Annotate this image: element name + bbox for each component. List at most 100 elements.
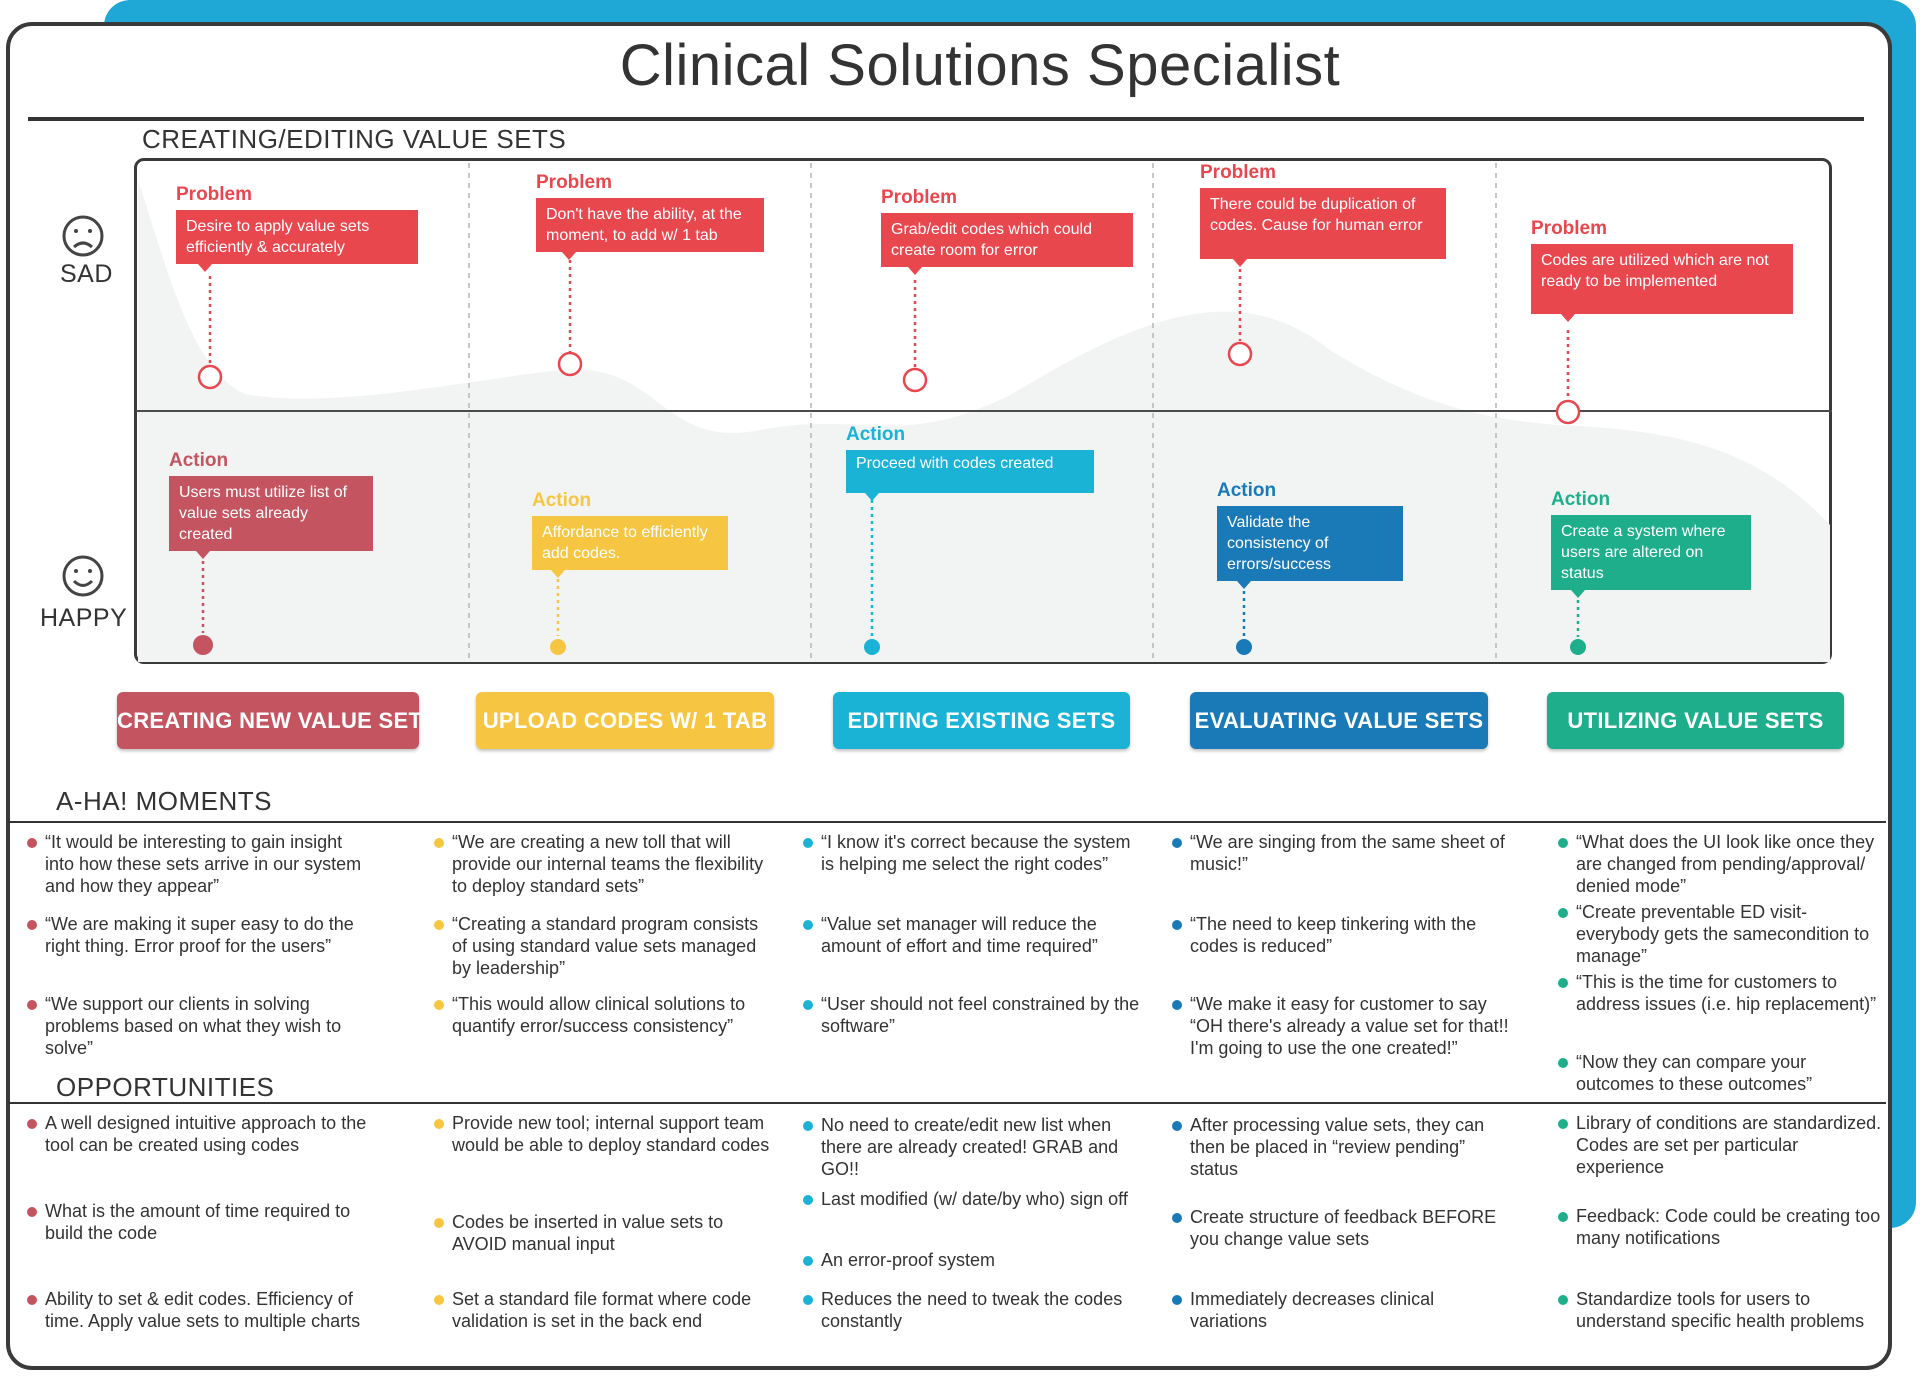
problem-callout-1: Problem Desire to apply value sets effic… xyxy=(176,184,418,272)
aha-item: “We support our clients in solving probl… xyxy=(27,993,367,1059)
aha-text: “Create preventable ED visit- everybody … xyxy=(1576,902,1870,966)
aha-text: “User should not feel constrained by the… xyxy=(821,994,1140,1036)
opportunities-divider xyxy=(8,1102,1886,1104)
aha-divider xyxy=(8,821,1886,823)
aha-item: “We make it easy for customer to say “OH… xyxy=(1172,993,1522,1059)
opportunity-text: After processing value sets, they can th… xyxy=(1190,1115,1485,1179)
opportunity-item: Reduces the need to tweak the codes cons… xyxy=(803,1288,1143,1332)
opportunity-item: Last modified (w/ date/by who) sign off xyxy=(803,1188,1143,1210)
aha-text: “Now they can compare your outcomes to t… xyxy=(1576,1052,1813,1094)
action-heading: Action xyxy=(846,424,906,445)
action-text: Users must utilize list of value sets al… xyxy=(169,476,373,559)
problem-callout-5: Problem Codes are utilized which are not… xyxy=(1531,218,1793,322)
aha-item: “We are making it super easy to do the r… xyxy=(27,913,367,957)
opportunity-text: Set a standard file format where code va… xyxy=(452,1289,752,1331)
action-callout-4: Action Validate the consistency of error… xyxy=(1217,480,1403,589)
opportunity-text: Provide new tool; internal support team … xyxy=(452,1113,770,1155)
problem-marker xyxy=(557,351,583,377)
bullet-icon xyxy=(27,1000,37,1010)
bullet-icon xyxy=(27,920,37,930)
aha-text: “We are making it super easy to do the r… xyxy=(45,914,354,956)
stage-editing-existing-sets[interactable]: EDITING EXISTING SETS xyxy=(833,692,1130,749)
aha-text: “This would allow clinical solutions to … xyxy=(452,994,746,1036)
opportunity-item: Standardize tools for users to understan… xyxy=(1558,1288,1888,1332)
problem-marker xyxy=(902,367,928,393)
happy-label: HAPPY xyxy=(40,604,128,632)
opportunity-text: Standardize tools for users to understan… xyxy=(1576,1289,1865,1331)
problem-text: There could be duplication of codes. Cau… xyxy=(1200,188,1446,267)
action-text: Proceed with codes created xyxy=(846,450,1094,501)
aha-text: “This is the time for customers to addre… xyxy=(1576,972,1877,1014)
bullet-icon xyxy=(1558,1119,1568,1129)
page-title: Clinical Solutions Specialist xyxy=(619,33,1341,98)
bullet-icon xyxy=(1558,908,1568,918)
action-callout-3: Action Proceed with codes created xyxy=(846,424,1094,501)
bullet-icon xyxy=(1172,920,1182,930)
problem-heading: Problem xyxy=(1200,162,1277,183)
aha-item: “We are singing from the same sheet of m… xyxy=(1172,831,1522,875)
problem-heading: Problem xyxy=(881,187,958,208)
opportunity-item: Ability to set & edit codes. Efficiency … xyxy=(27,1288,367,1332)
action-marker xyxy=(193,635,213,655)
problem-heading: Problem xyxy=(176,184,253,205)
action-markers xyxy=(193,635,1586,655)
stage-utilizing-value-sets[interactable]: UTILIZING VALUE SETS xyxy=(1547,692,1844,749)
problem-markers xyxy=(197,341,1581,425)
problem-marker xyxy=(197,364,223,390)
stage-dividers xyxy=(468,163,1497,660)
opportunity-item: Feedback: Code could be creating too man… xyxy=(1558,1205,1888,1249)
bullet-icon xyxy=(434,920,444,930)
bullet-icon xyxy=(803,920,813,930)
action-callout-1: Action Users must utilize list of value … xyxy=(169,450,373,559)
problem-heading: Problem xyxy=(536,172,613,193)
action-marker xyxy=(864,639,880,655)
problem-callout-2: Problem Don't have the ability, at the m… xyxy=(536,172,764,260)
action-marker xyxy=(1570,639,1586,655)
opportunity-text: Last modified (w/ date/by who) sign off xyxy=(821,1189,1128,1209)
bullet-icon xyxy=(27,838,37,848)
bullet-icon xyxy=(1558,1212,1568,1222)
sad-face-icon xyxy=(62,215,104,257)
problem-marker xyxy=(1227,341,1253,367)
bullet-icon xyxy=(1558,1295,1568,1305)
stage-evaluating-value-sets[interactable]: EVALUATING VALUE SETS xyxy=(1190,692,1488,749)
opportunity-item: No need to create/edit new list when the… xyxy=(803,1114,1143,1180)
bullet-icon xyxy=(1172,838,1182,848)
opportunity-text: Immediately decreases clinical variation… xyxy=(1190,1289,1435,1331)
bullet-icon xyxy=(434,1295,444,1305)
opportunity-text: An error-proof system xyxy=(821,1250,996,1270)
opportunity-item: An error-proof system xyxy=(803,1249,1143,1271)
opportunity-text: Create structure of feedback BEFORE you … xyxy=(1190,1207,1497,1249)
problem-heading: Problem xyxy=(1531,218,1608,239)
action-heading: Action xyxy=(532,490,592,511)
opportunity-text: Feedback: Code could be creating too man… xyxy=(1576,1206,1881,1248)
title-divider xyxy=(28,117,1864,121)
bullet-icon xyxy=(27,1119,37,1129)
opportunity-item: After processing value sets, they can th… xyxy=(1172,1114,1512,1180)
bullet-icon xyxy=(1172,1213,1182,1223)
aha-text: “I know it's correct because the system … xyxy=(821,832,1131,874)
bullet-icon xyxy=(1172,1000,1182,1010)
aha-text: “The need to keep tinkering with the cod… xyxy=(1190,914,1477,956)
aha-item: “Now they can compare your outcomes to t… xyxy=(1558,1051,1888,1095)
aha-item: “This is the time for customers to addre… xyxy=(1558,971,1888,1015)
bullet-icon xyxy=(803,1295,813,1305)
stage-creating-new-value-sets[interactable]: CREATING NEW VALUE SETS xyxy=(117,692,437,749)
bullet-icon xyxy=(803,1256,813,1266)
bullet-icon xyxy=(803,1121,813,1131)
journey-section-label: CREATING/EDITING VALUE SETS xyxy=(142,124,567,154)
aha-item: “Value set manager will reduce the amoun… xyxy=(803,913,1143,957)
problem-callout-4: Problem There could be duplication of co… xyxy=(1200,162,1446,267)
bullet-icon xyxy=(434,1000,444,1010)
action-heading: Action xyxy=(169,450,229,471)
opportunity-text: Reduces the need to tweak the codes cons… xyxy=(821,1289,1123,1331)
bullet-icon xyxy=(1172,1295,1182,1305)
bullet-icon xyxy=(1558,838,1568,848)
action-callout-2: Action Affordance to efficiently add cod… xyxy=(532,490,728,578)
stage-upload-codes[interactable]: UPLOAD CODES W/ 1 TAB xyxy=(476,692,774,749)
opportunity-item: What is the amount of time required to b… xyxy=(27,1200,367,1244)
opportunity-text: Library of conditions are standardized. … xyxy=(1576,1113,1882,1177)
opportunity-item: Library of conditions are standardized. … xyxy=(1558,1112,1888,1178)
aha-item: “What does the UI look like once they ar… xyxy=(1558,831,1888,897)
aha-item: “The need to keep tinkering with the cod… xyxy=(1172,913,1522,957)
